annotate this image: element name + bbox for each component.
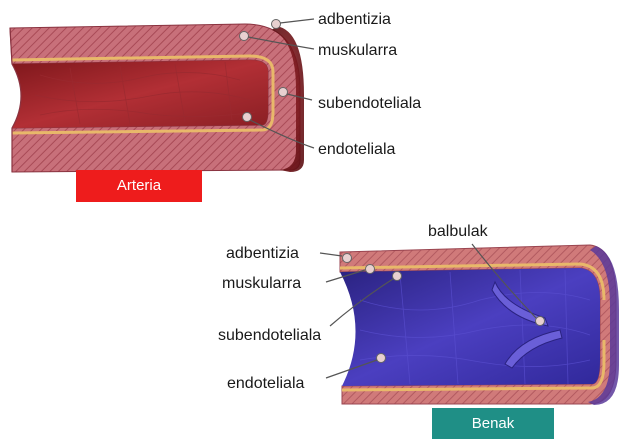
artery-caption: Arteria — [76, 170, 202, 202]
artery-subendothelial-marker — [279, 88, 288, 97]
vein-adventitia-label: adbentizia — [226, 245, 299, 262]
artery-lumen — [12, 60, 268, 128]
artery-adventitia-label: adbentizia — [318, 11, 391, 28]
vein-muscular-label: muskularra — [222, 275, 301, 292]
vein-endothelial-label: endoteliala — [227, 375, 305, 392]
vein-valves-label: balbulak — [428, 223, 489, 240]
artery-subendothelial-label: subendoteliala — [318, 95, 421, 112]
vein-illustration: adbentizia muskularra subendoteliala end… — [218, 223, 619, 405]
artery-muscular-marker — [240, 32, 249, 41]
vein-adventitia-marker — [343, 254, 352, 263]
vein-caption: Benak — [432, 408, 554, 439]
vein-valves-marker — [536, 317, 545, 326]
artery-muscular-label: muskularra — [318, 42, 397, 59]
artery-adventitia-marker — [272, 20, 281, 29]
vein-endothelial-marker — [377, 354, 386, 363]
vein-muscular-marker — [366, 265, 375, 274]
vein-lumen — [340, 268, 600, 386]
vein-subendothelial-label: subendoteliala — [218, 327, 321, 344]
artery-endothelial-label: endoteliala — [318, 141, 396, 158]
artery-illustration: adbentizia muskularra subendoteliala end… — [10, 11, 421, 172]
vein-subendothelial-marker — [393, 272, 402, 281]
